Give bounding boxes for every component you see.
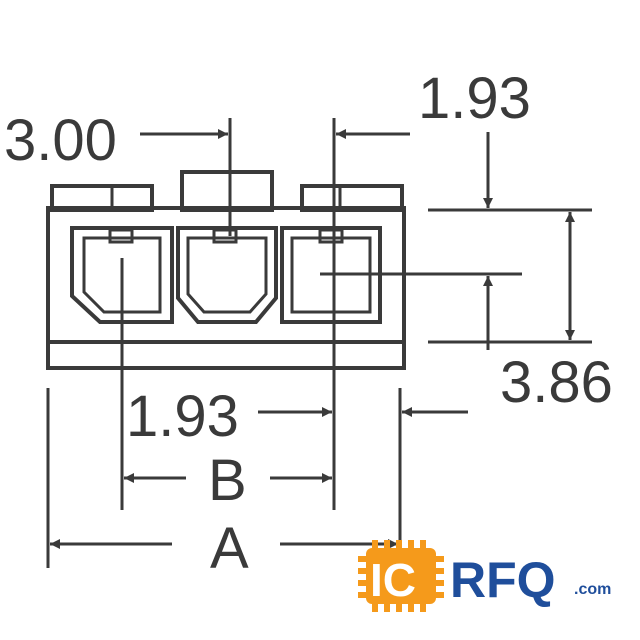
logo-com: .com bbox=[574, 581, 611, 598]
icrfq-logo: IC RFQ .com bbox=[358, 540, 611, 612]
chip-icon: IC bbox=[358, 540, 444, 612]
dim-label-b: B bbox=[208, 448, 247, 513]
cavity-left bbox=[70, 226, 174, 324]
dim-label-1-93-top: 1.93 bbox=[418, 66, 531, 131]
cavity-right bbox=[280, 226, 382, 324]
dim-label-a: A bbox=[210, 516, 249, 581]
logo-ic: IC bbox=[370, 554, 416, 606]
dimension-arrows bbox=[50, 129, 575, 549]
dim-label-3-00: 3.00 bbox=[4, 108, 117, 173]
extension-lines bbox=[46, 118, 592, 568]
logo-rfq: RFQ bbox=[450, 552, 556, 608]
cavity-center bbox=[176, 226, 278, 324]
dim-label-1-93-mid: 1.93 bbox=[126, 384, 239, 449]
dim-label-3-86: 3.86 bbox=[500, 350, 613, 415]
connector-body bbox=[46, 170, 406, 370]
